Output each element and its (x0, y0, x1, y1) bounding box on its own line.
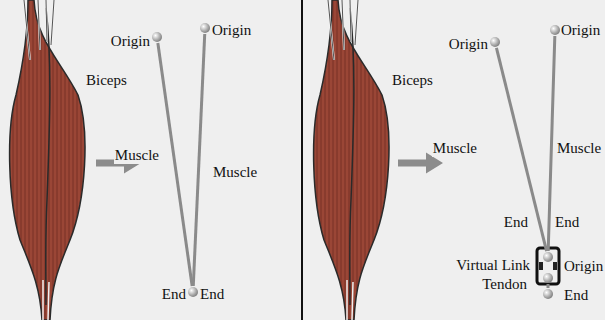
point-label: End (564, 286, 588, 304)
part-label: Biceps (392, 71, 433, 89)
point-label: End (162, 285, 186, 303)
muscle-line (158, 43, 192, 286)
attachment-point: Origin (543, 273, 553, 283)
part-label: Biceps (86, 71, 127, 89)
point-label: End (200, 285, 224, 303)
point-label: Origin (561, 21, 600, 39)
attachment-point: Origin (550, 25, 560, 35)
point-label: Origin (564, 257, 603, 275)
muscle-label: Muscle (212, 163, 258, 181)
tendon-line (547, 284, 550, 288)
point-label: Origin (449, 35, 488, 53)
link-clamp (539, 262, 543, 270)
attachment-point: Origin (152, 32, 162, 42)
biceps-illustration (314, 0, 389, 320)
panel-divider (301, 0, 303, 320)
muscle-label: Muscle (432, 139, 478, 157)
attachment-point: Origin (200, 23, 210, 33)
virtual-link-box (537, 248, 559, 284)
link-clamp (553, 262, 557, 270)
tendon-label: Tendon (481, 275, 528, 293)
point-label: End (504, 213, 528, 231)
attachment-point: End (543, 289, 553, 299)
attachment-point: EndEnd (543, 252, 553, 262)
attachment-point: Origin (490, 37, 500, 47)
muscle-line (193, 34, 204, 286)
muscle-line (496, 48, 546, 251)
point-label: Origin (212, 21, 251, 39)
attachment-point: EndEnd (188, 287, 198, 297)
muscle-label: Muscle (556, 139, 602, 157)
point-label: End (555, 213, 579, 231)
muscle-label: Muscle (114, 146, 160, 164)
biceps-illustration (10, 0, 85, 320)
muscle-line (548, 36, 555, 251)
virtual-link-label: Virtual Link (456, 256, 530, 274)
point-label: Origin (111, 32, 150, 50)
